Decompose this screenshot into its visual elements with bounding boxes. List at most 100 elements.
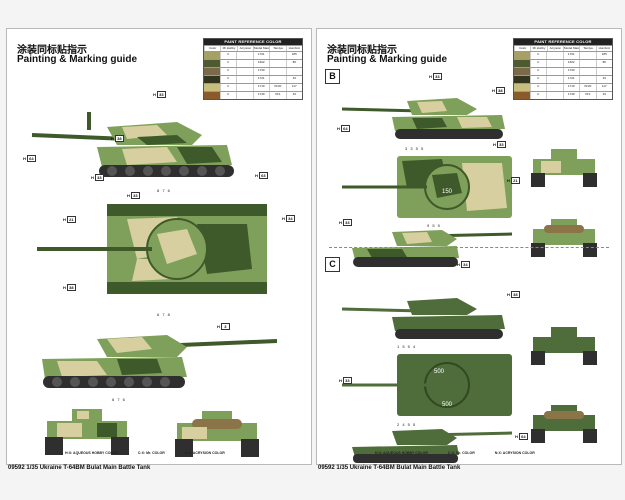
paint-code — [285, 68, 303, 75]
tank-front-view-left — [42, 407, 132, 457]
part-numbers-c-bottom: 2 4 5 5 — [397, 422, 417, 427]
paint-code: C — [529, 76, 547, 83]
paint-code: XF20 — [269, 84, 286, 91]
paint-code: XF1 — [579, 92, 596, 99]
color-swatch — [514, 76, 530, 83]
legend-mr-color-right: C:X: Mr. COLOR — [447, 451, 475, 455]
paint-code — [236, 92, 253, 99]
header-model-master: Model Master — [562, 46, 579, 51]
paint-code — [546, 60, 563, 67]
paint-reference-header: Color Mr.Hobby Acrysion Model Master Tam… — [204, 45, 302, 51]
paint-code — [236, 68, 253, 75]
paint-code: 86 — [285, 60, 303, 67]
header-tamiya: Tamiya — [579, 46, 595, 51]
paint-code — [269, 52, 286, 59]
guide-title-chinese: 涂装同标贴指示 — [17, 45, 87, 56]
paint-code — [269, 76, 286, 83]
guide-title-english-right: Painting & Marking guide — [327, 54, 448, 65]
header-color: Color — [514, 46, 530, 51]
part-numbers-b-bottom: 9 5 5 — [427, 223, 441, 228]
paint-code: C — [219, 76, 237, 83]
paint-code: C — [219, 60, 237, 67]
footer-caption-right: 09592 1/35 Ukraine T-64BM Bulat Main Bat… — [318, 465, 461, 471]
header-humbrol: Humbrol — [595, 46, 612, 51]
paint-code: 33 — [285, 92, 303, 99]
instruction-page-right: 涂装同标贴指示 Painting & Marking guide PAINT R… — [316, 28, 622, 465]
paint-code: 1602 — [252, 60, 270, 67]
part-numbers-bottom: 6 7 6 — [112, 397, 126, 402]
paint-code: 185 — [285, 52, 303, 59]
paint-code: C — [529, 84, 547, 91]
paint-code: 1721 — [252, 76, 270, 83]
paint-code: 185 — [595, 52, 613, 59]
tank-c-side-view — [337, 291, 507, 343]
marking-number-500-b: 500 — [442, 402, 453, 408]
paint-code — [236, 84, 253, 91]
section-c-badge: C — [325, 257, 340, 272]
paint-code: 1701 — [562, 52, 580, 59]
paint-code: C — [219, 92, 237, 99]
paint-code: 1730 — [562, 68, 580, 75]
header-acrysion: Acrysion — [236, 46, 253, 51]
legend-mr-color: C:X: Mr. COLOR — [137, 451, 165, 455]
paint-code: C — [529, 52, 547, 59]
paint-code: XF1 — [269, 92, 286, 99]
color-swatch — [204, 52, 220, 59]
part-numbers-b-top: 3 3 5 5 — [405, 146, 425, 151]
tank-b-top-view: 150 — [342, 153, 517, 221]
part-numbers-top: 8 7 6 — [157, 188, 171, 193]
guide-title-chinese-right: 涂装同标贴指示 — [327, 45, 397, 56]
marking-number-500-a: 500 — [434, 369, 445, 375]
paint-code: 1730 — [252, 68, 270, 75]
paint-reference-title: PAINT REFERENCE COLOR — [204, 39, 302, 45]
paint-code: 1749 — [252, 92, 270, 99]
paint-code: 117 — [595, 84, 613, 91]
paint-code: 33 — [595, 76, 613, 83]
header-mr-hobby: Mr.Hobby — [530, 46, 546, 51]
header-color: Color — [204, 46, 220, 51]
paint-code — [269, 68, 286, 75]
color-legend-left: H:X: AQUEOUS HOBBY COLOR C:X: Mr. COLOR … — [65, 451, 225, 455]
paint-code — [579, 68, 596, 75]
legend-aqueous-right: H:X: AQUEOUS HOBBY COLOR — [375, 451, 428, 455]
color-swatch — [204, 92, 220, 99]
color-swatch — [204, 68, 220, 75]
paint-code — [579, 52, 596, 59]
color-swatch — [514, 92, 530, 99]
legend-aqueous: H:X: AQUEOUS HOBBY COLOR — [65, 451, 118, 455]
tank-rear-view-left — [172, 409, 262, 459]
tank-c-top-view: 500 500 — [342, 351, 517, 419]
instruction-page-left: 涂装同标贴指示 Painting & Marking guide PAINT R… — [6, 28, 312, 465]
paint-code: 86 — [595, 60, 613, 67]
paint-reference-row: C 1701 185 — [514, 51, 612, 59]
part-numbers-c-top: 1 5 5 4 — [397, 344, 417, 349]
paint-code — [236, 76, 253, 83]
color-swatch — [204, 76, 220, 83]
tank-c-rear-view — [529, 403, 599, 445]
paint-code — [236, 52, 253, 59]
footer-caption-left: 09592 1/35 Ukraine T-64BM Bulat Main Bat… — [8, 465, 151, 471]
paint-code — [546, 52, 563, 59]
color-swatch — [514, 52, 530, 59]
paint-code: C — [219, 52, 237, 59]
tank-b-side-view-2 — [347, 224, 517, 269]
header-model-master: Model Master — [252, 46, 269, 51]
